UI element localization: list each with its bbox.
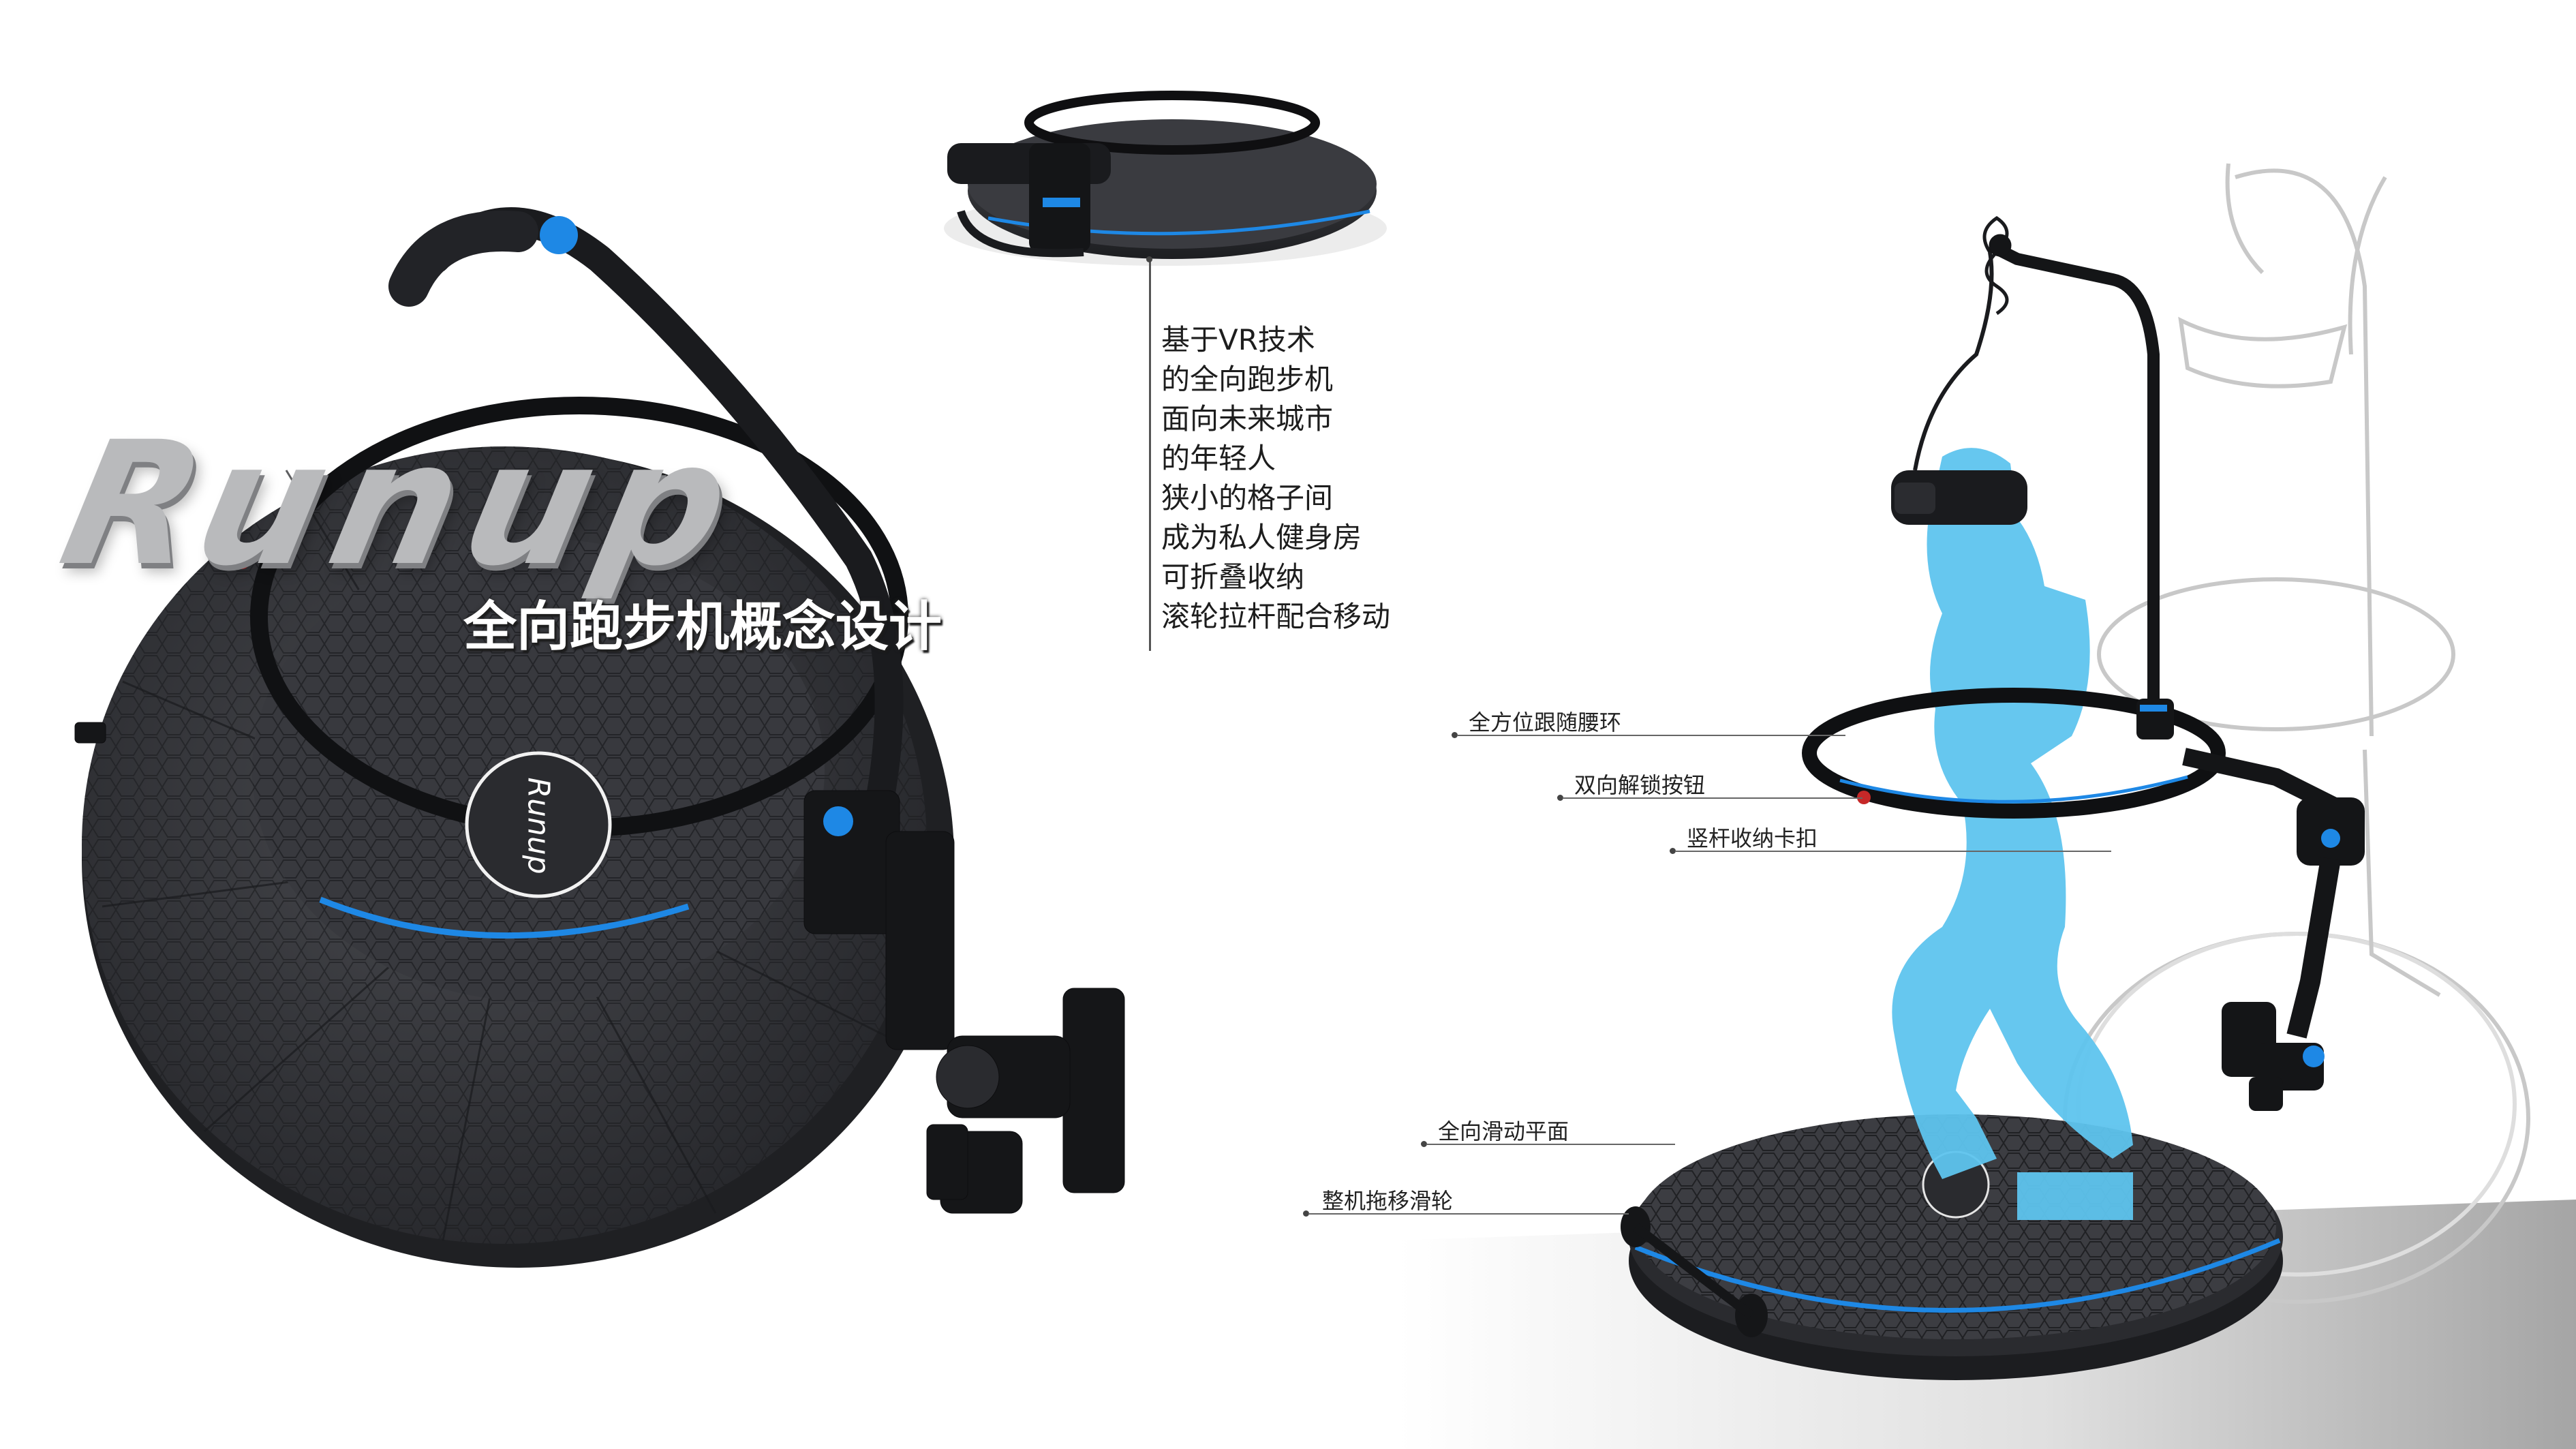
callout-leader-line <box>1457 735 1845 736</box>
callout-dot <box>1421 1141 1427 1147</box>
usage-pole <box>1987 234 2160 709</box>
badge-logo: Runup <box>521 777 556 874</box>
callout-leader-line <box>1308 1213 1629 1215</box>
description-line: 面向未来城市 <box>1161 402 1334 436</box>
description-line: 狭小的格子间 <box>1161 481 1334 515</box>
description-text: 基于VR技术 的全向跑步机 面向未来城市 的年轻人 狭小的格子间 成为私人健身房… <box>1161 320 1543 637</box>
callout-sliding-plane-label: 全向滑动平面 <box>1438 1118 1569 1144</box>
description-line: 的年轻人 <box>1161 442 1276 475</box>
usage-support-arm <box>2182 748 2365 1111</box>
usage-platform <box>1621 1114 2283 1380</box>
description-line: 滚轮拉杆配合移动 <box>1161 600 1391 633</box>
usage-waist-ring <box>1802 688 2226 819</box>
callout-leader-line <box>1563 797 1862 799</box>
description-line: 基于VR技术 <box>1161 323 1315 356</box>
description-leader-line <box>1149 259 1151 651</box>
callout-leader-line <box>1426 1144 1675 1145</box>
callout-waist-ring-label: 全方位跟随腰环 <box>1469 710 1622 735</box>
callout-wheels-label: 整机拖移滑轮 <box>1322 1188 1454 1214</box>
folded-outline-sketch <box>2063 163 2530 1304</box>
callout-dot <box>1303 1210 1309 1217</box>
callout-pole-clip-label: 竖杆收纳卡扣 <box>1687 825 1818 851</box>
callout-dot <box>1670 848 1676 854</box>
product-render-folded <box>944 91 1387 266</box>
callout-leader-line <box>1675 851 2111 852</box>
callout-unlock-button-label: 双向解锁按钮 <box>1574 772 1706 798</box>
user-silhouette <box>1892 448 2133 1220</box>
callout-dot <box>1452 732 1458 738</box>
support-arm <box>74 207 1125 1214</box>
description-line: 可折叠收纳 <box>1161 560 1305 594</box>
description-line: 的全向跑步机 <box>1161 363 1334 396</box>
center-logo-badge <box>465 751 612 898</box>
vr-headset <box>1891 215 2027 525</box>
description-leader-dot <box>1146 256 1152 262</box>
description-line: 成为私人健身房 <box>1161 521 1362 554</box>
brand-subtitle: 全向跑步机概念设计 <box>463 596 942 658</box>
callout-dot <box>1557 795 1563 801</box>
